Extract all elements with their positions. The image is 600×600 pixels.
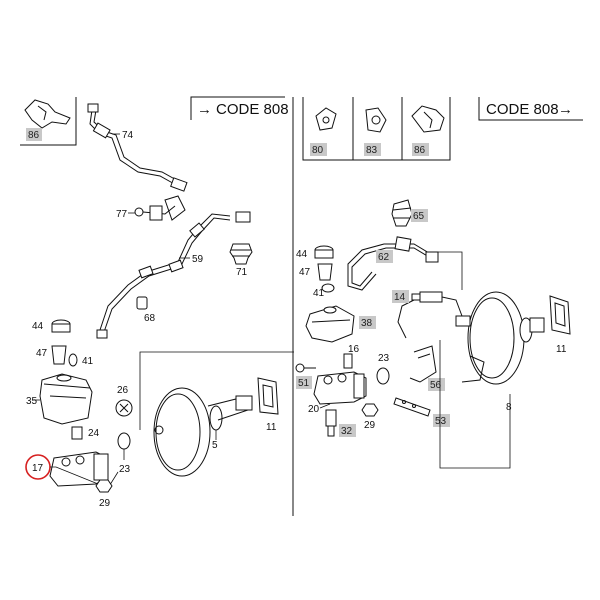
callout-56: 56 [430,380,442,391]
callout-32: 32 [341,426,353,437]
part-23-o-ring-right [376,367,390,385]
callout-59: 59 [192,254,204,265]
part-62-brake-line [347,236,439,291]
callout-83-bg [364,143,381,156]
part-38-reservoir [305,305,355,343]
callout-62-bg [376,250,393,263]
callout-5: 5 [212,440,218,451]
part-8-brake-booster [455,291,545,385]
callout-53-bg [433,414,450,427]
callout-20: 20 [308,404,320,415]
part-68-sleeve [136,296,148,310]
code-808-left: → CODE 808 [197,101,289,118]
code-left-arrow: → [197,101,212,118]
part-47-strainer-right [317,263,333,281]
callout-35: 35 [26,396,38,407]
callout-32-bg [339,424,356,437]
callout-86b-bg [412,143,429,156]
callout-51: 51 [298,378,310,389]
part-29-nut-right [361,403,379,417]
callout-65: 65 [413,211,425,222]
callout-23a: 23 [119,464,131,475]
part-41-seal-right [321,283,335,293]
part-24-plug [71,426,83,440]
code-right-text: CODE 808 [486,101,559,118]
callout-44b: 44 [296,249,308,260]
callout-38-bg [359,316,376,329]
callout-71: 71 [236,267,248,278]
part-29-nut-left [95,479,113,493]
part-44-cap-right [314,245,334,259]
part-53-rail [393,397,431,417]
callout-51-bg [296,376,312,389]
part-59-brake-line [96,211,251,339]
callout-26: 26 [117,385,129,396]
callout-23b: 23 [378,353,390,364]
callout-56-bg [428,378,445,391]
part-23-o-ring-left [117,432,131,450]
callout-53: 53 [435,416,447,427]
part-41-seal-left [68,353,78,367]
wrench-icon [115,399,133,417]
callout-86b: 86 [414,145,426,156]
callout-38: 38 [361,318,373,329]
code-808-right: CODE 808 → [486,101,573,118]
callout-29a: 29 [99,498,111,509]
callout-83: 83 [366,145,378,156]
part-5-brake-booster [153,387,253,477]
part-80-clip [315,107,337,131]
callout-29b: 29 [364,420,376,431]
code-right-arrow: → [558,101,573,118]
part-86-clip-right [411,105,445,133]
part-51-bolt [295,363,316,373]
part-11-gasket-right [549,295,571,335]
callout-14-bg [392,290,409,303]
part-32-valve [325,409,337,437]
callout-47a: 47 [36,348,48,359]
part-83-clip [365,107,387,133]
callout-17: 17 [32,463,44,474]
callout-44a: 44 [32,321,44,332]
part-master-cylinder-right [313,371,367,405]
part-44-cap-left [51,319,71,333]
callout-24: 24 [88,428,100,439]
callout-62: 62 [378,252,390,263]
part-56-bracket [409,345,437,383]
part-35-reservoir [39,373,93,425]
callout-11b: 11 [556,344,567,355]
callout-41a: 41 [82,356,94,367]
callout-8: 8 [506,402,512,413]
callout-41b: 41 [313,288,325,299]
callout-86a-bg [26,128,42,141]
part-11-gasket-left [257,377,279,415]
part-71-bellows [229,243,253,265]
callout-86a: 86 [28,130,40,141]
callout-80: 80 [312,145,324,156]
callout-80-bg [310,143,327,156]
part-16-sensor [343,353,353,369]
part-65-bellows [391,199,413,227]
callout-77: 77 [116,209,128,220]
diagram-frames [20,96,583,516]
callout-11a: 11 [266,422,277,433]
callout-47b: 47 [299,267,311,278]
part-86-clip-left [24,99,71,129]
part-74-brake-line [87,103,188,192]
callout-74: 74 [122,130,134,141]
part-77-fitting [134,195,186,221]
code-left-text: CODE 808 [216,101,289,118]
callout-65-bg [411,209,428,222]
callout-68: 68 [144,313,156,324]
callout-14: 14 [394,292,406,303]
callout-16: 16 [348,344,360,355]
part-47-strainer-left [51,345,67,365]
